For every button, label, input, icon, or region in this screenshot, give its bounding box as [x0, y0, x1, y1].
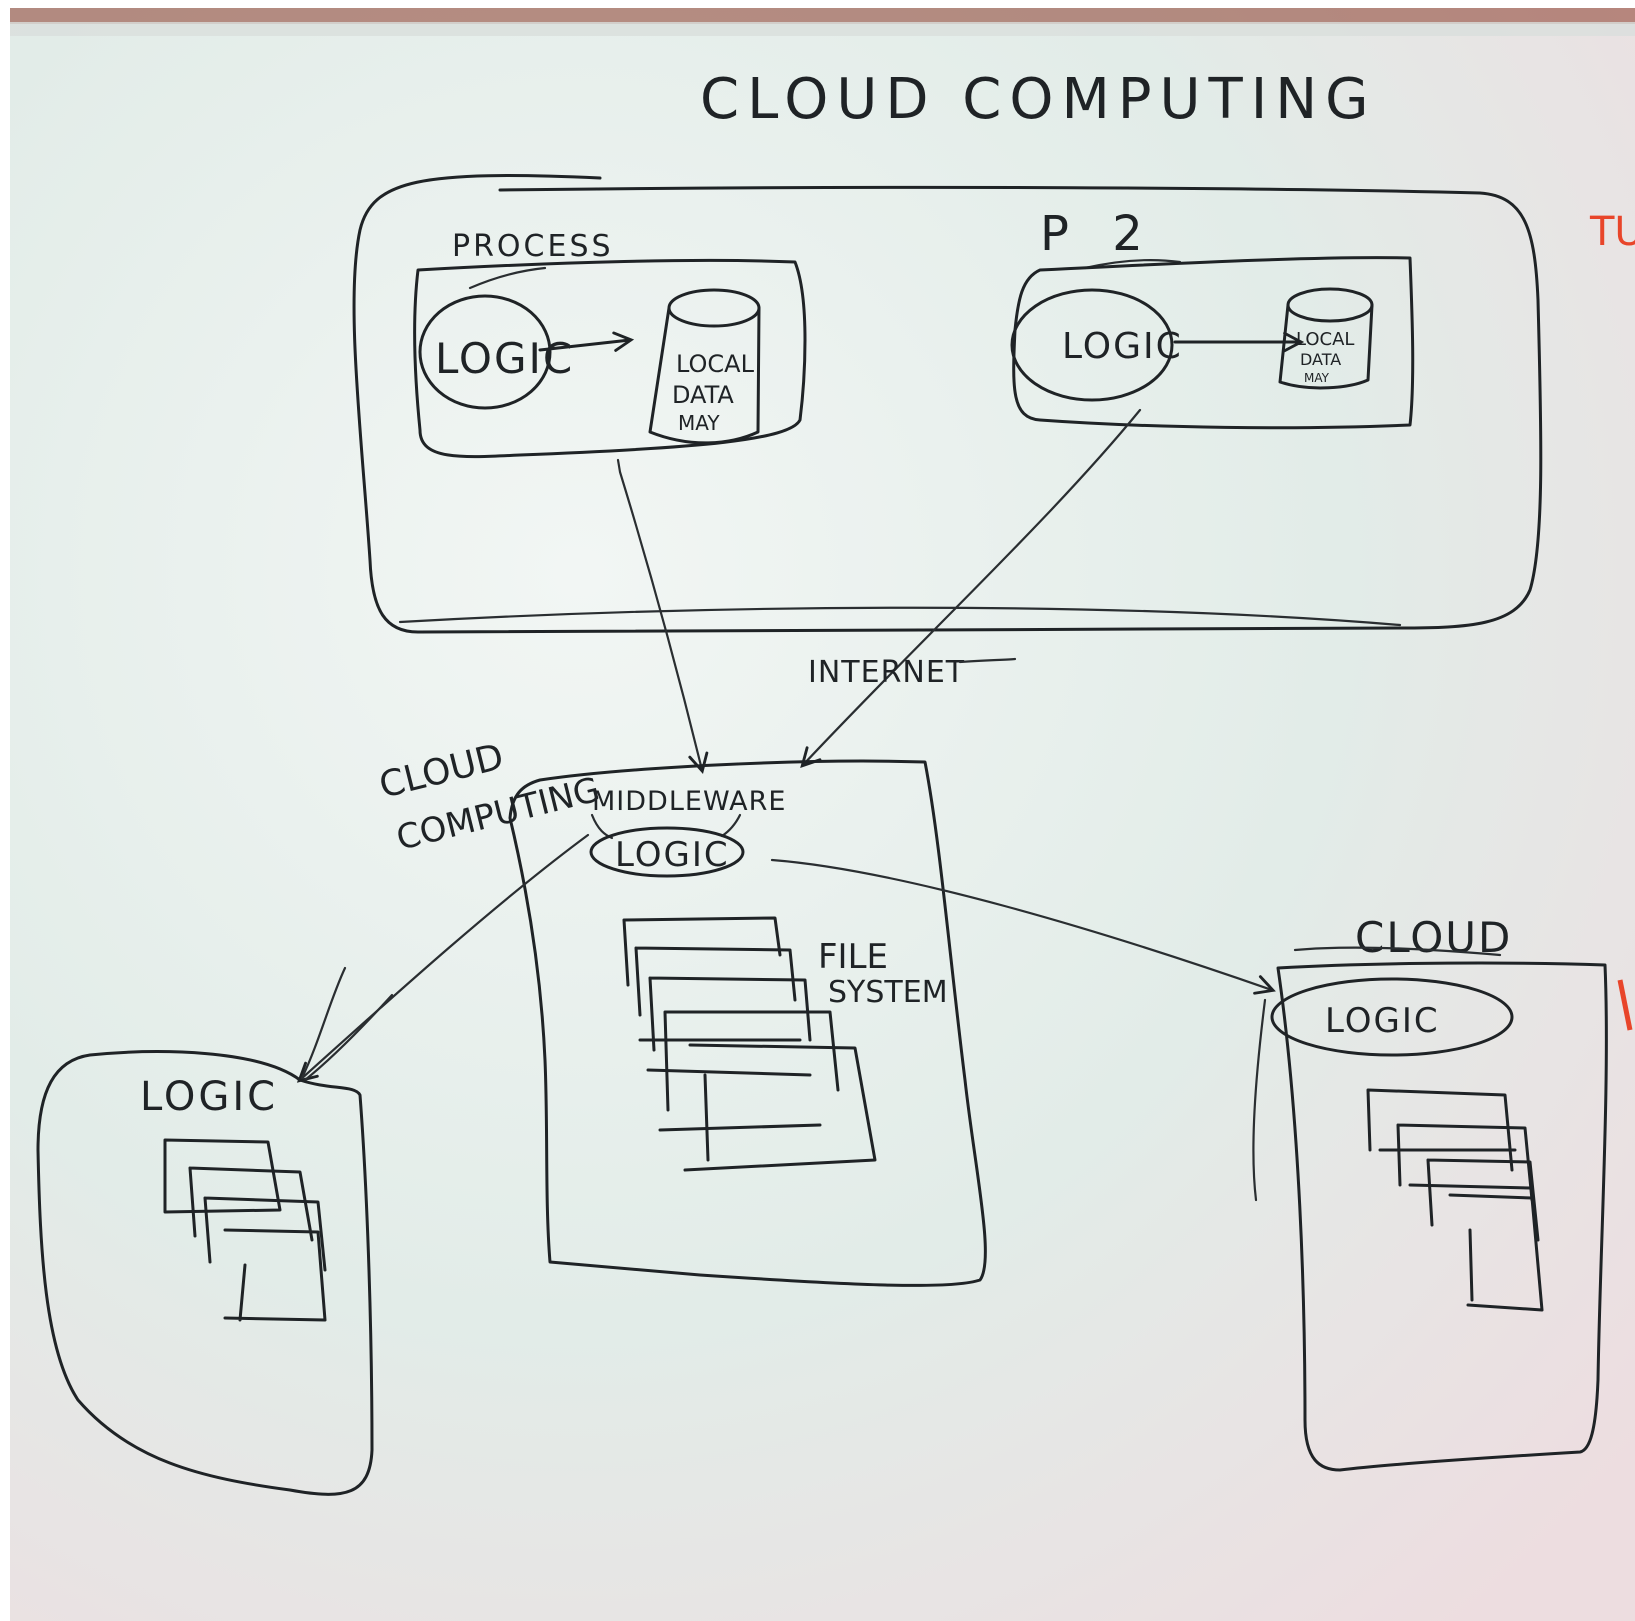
process2-data-cylinder-body — [1278, 303, 1374, 390]
middle-logic-label: LOGIC — [615, 835, 730, 875]
process1-logic-to-data-arrow — [538, 331, 635, 352]
middle-file-system-icon — [622, 916, 877, 1172]
margin-note-red: TU — [1589, 209, 1635, 255]
left-logic-label: LOGIC — [140, 1074, 278, 1120]
file-system-line2: SYSTEM — [828, 975, 948, 1010]
process1-logic-circle — [418, 294, 552, 410]
left-file-stack-icon — [163, 1138, 327, 1322]
process1-label: PROCESS — [452, 229, 614, 264]
top-region-outline — [352, 174, 1543, 634]
internet-label: INTERNET — [808, 655, 965, 690]
middle-to-left-arrow-strokes — [300, 966, 394, 1082]
board-frame-rail — [10, 22, 1635, 36]
right-logic-ellipse — [1270, 977, 1514, 1057]
right-logic-label: LOGIC — [1325, 1001, 1440, 1041]
internet-underline — [958, 657, 1017, 664]
process1-underline — [468, 266, 547, 290]
process1-logic-label: LOGIC — [435, 334, 574, 383]
process2-data-line1: LOCAL — [1296, 329, 1354, 350]
process1-data-line3: MAY — [678, 411, 720, 435]
middle-region-outline — [508, 759, 987, 1287]
process2-to-middleware-arrow — [800, 408, 1142, 769]
process1-data-line2: DATA — [672, 381, 734, 409]
process2-label: P 2 — [1040, 206, 1157, 262]
right-region-left-edge — [1252, 998, 1267, 1202]
file-system-line1: FILE — [818, 937, 888, 977]
process1-box — [413, 258, 807, 459]
process1-data-line1: LOCAL — [676, 350, 755, 378]
middleware-label: MIDDLEWARE — [592, 786, 786, 817]
middle-to-right-arrow — [770, 858, 1276, 995]
right-cloud-underline — [1293, 946, 1502, 957]
right-region-outline — [1276, 961, 1608, 1472]
process2-logic-circle — [1010, 288, 1174, 402]
middle-to-left-arrow — [296, 833, 590, 1083]
process2-logic-label: LOGIC — [1062, 326, 1183, 367]
board-frame-top — [10, 8, 1635, 24]
right-file-stack-icon — [1366, 1088, 1544, 1312]
top-region-underline — [398, 606, 1402, 627]
red-marker-mark — [1617, 979, 1633, 1031]
process2-data-line3: MAY — [1304, 371, 1330, 385]
board-surface — [10, 8, 1635, 1621]
left-region-outline — [36, 1050, 374, 1496]
process2-data-line2: DATA — [1300, 350, 1341, 369]
process1-data-cylinder-body — [648, 306, 761, 445]
middle-logic-ellipse — [589, 826, 745, 878]
process1-to-middleware-arrow — [616, 458, 709, 775]
diagram-title: CLOUD COMPUTING — [700, 67, 1377, 132]
